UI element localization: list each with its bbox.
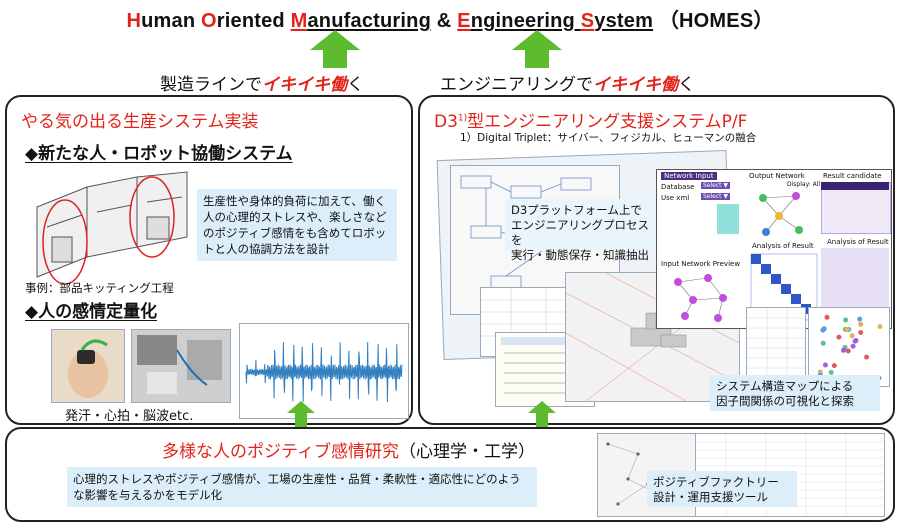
result-candidate-header: Result candidate — [823, 172, 882, 180]
up-arrow-left — [310, 30, 360, 68]
scatter-dot — [824, 314, 830, 320]
up-arrow-right — [512, 30, 562, 68]
scatter-dot — [831, 363, 837, 369]
up-arrow-bottom-left — [287, 401, 315, 427]
up-arrow-bottom-right — [528, 401, 556, 427]
slogan-right: エンジニアリングでイキイキ働く — [440, 75, 695, 95]
analysis-side-panel — [821, 248, 889, 318]
scatter-dot — [843, 317, 849, 323]
scatter-dot — [850, 343, 856, 349]
research-note: 心理的ストレスやポジティブ感情が、工場の生産性・品質・柔軟性・適応性にどのような… — [67, 467, 537, 507]
network-analysis-ui: Network Input Database Select ▼ Use xml … — [656, 169, 892, 329]
research-heading: 多様な人のポジティブ感情研究（心理学・工学） — [162, 442, 535, 462]
system-map-note: システム構造マップによる 因子間関係の可視化と探索 — [710, 375, 880, 411]
scatter-dot — [836, 334, 842, 340]
scatter-dot — [877, 324, 883, 329]
scatter-dot — [844, 327, 850, 333]
panel-heading: やる気の出る生産システム実装 — [21, 112, 259, 132]
panel-emotion-research: 多様な人のポジティブ感情研究（心理学・工学） 心理的ストレスやポジティブ感情が、… — [5, 427, 895, 522]
robot-cell-illustration — [36, 171, 188, 285]
example-label: 事例：部品キッティング工程 — [25, 281, 174, 295]
robot-collab-note: 生産性や身体的負荷に加えて、働く人の心理的ストレスや、楽しさなどのポジティブ感情… — [197, 189, 397, 261]
database-label: Database — [661, 183, 695, 191]
factory-tool-note: ポジティブファクトリー 設計・運用支援ツール — [647, 471, 797, 507]
network-input-header: Network Input — [661, 172, 717, 180]
scatter-dot — [828, 369, 834, 375]
section-emotion-quant: ◆人の感情定量化 — [25, 302, 158, 322]
scatter-dot — [845, 348, 851, 354]
panel-production-system: やる気の出る生産システム実装 ◆新たな人・ロボット協働システム 生産性や身体的負… — [5, 95, 413, 425]
wearable-sensor-photo — [51, 329, 125, 403]
output-network-graph — [759, 192, 803, 236]
scatter-dot — [853, 338, 859, 343]
scatter-dot — [822, 362, 828, 368]
scatter-dot — [820, 340, 826, 346]
scatter-dot — [858, 321, 864, 327]
slogan-left: 製造ラインでイキイキ働く — [160, 75, 364, 95]
scatter-dot — [841, 347, 846, 353]
input-network-graph — [674, 274, 727, 322]
analysis-header: Analysis of Result — [752, 242, 814, 250]
scatter-dot — [849, 333, 855, 339]
scatter-dot — [858, 330, 864, 335]
xml-select[interactable]: Select ▼ — [701, 193, 731, 200]
input-buttons[interactable] — [717, 204, 739, 234]
scatter-dot — [821, 326, 827, 332]
scatter-dot — [864, 354, 870, 360]
scatter-dot — [857, 316, 863, 322]
page-title: Human Oriented Manufacturing & Engineeri… — [126, 10, 774, 32]
d3-footnote: 1）Digital Triplet：サイバー、フィジカル、ヒューマンの融合 — [460, 132, 757, 144]
use-xml-label: Use xml — [661, 194, 690, 202]
platform-note: D3プラットフォーム上で エンジニアリングプロセスを 実行・動態保存・知識抽出 — [505, 199, 665, 262]
panel-heading-d3: D31)型エンジニアリング支援システムP/F — [434, 112, 748, 132]
result-table-header — [821, 182, 889, 190]
sensor-device-photo — [131, 329, 231, 403]
sensors-caption: 発汗・心拍・脳波etc. — [65, 409, 194, 424]
panel-engineering-platform: D31)型エンジニアリング支援システムP/F 1）Digital Triplet… — [418, 95, 895, 425]
signal-waveform-plot — [239, 323, 409, 419]
database-select[interactable]: Select ▼ — [701, 182, 731, 189]
analysis-header-2: Analysis of Result — [827, 238, 889, 246]
display-filter[interactable]: Display: All — [787, 181, 821, 188]
scatter-screenshot — [808, 307, 890, 387]
input-preview-header: Input Network Preview — [661, 260, 741, 268]
section-robot-collab: ◆新たな人・ロボット協働システム — [25, 144, 293, 164]
output-network-header: Output Network — [749, 172, 805, 180]
